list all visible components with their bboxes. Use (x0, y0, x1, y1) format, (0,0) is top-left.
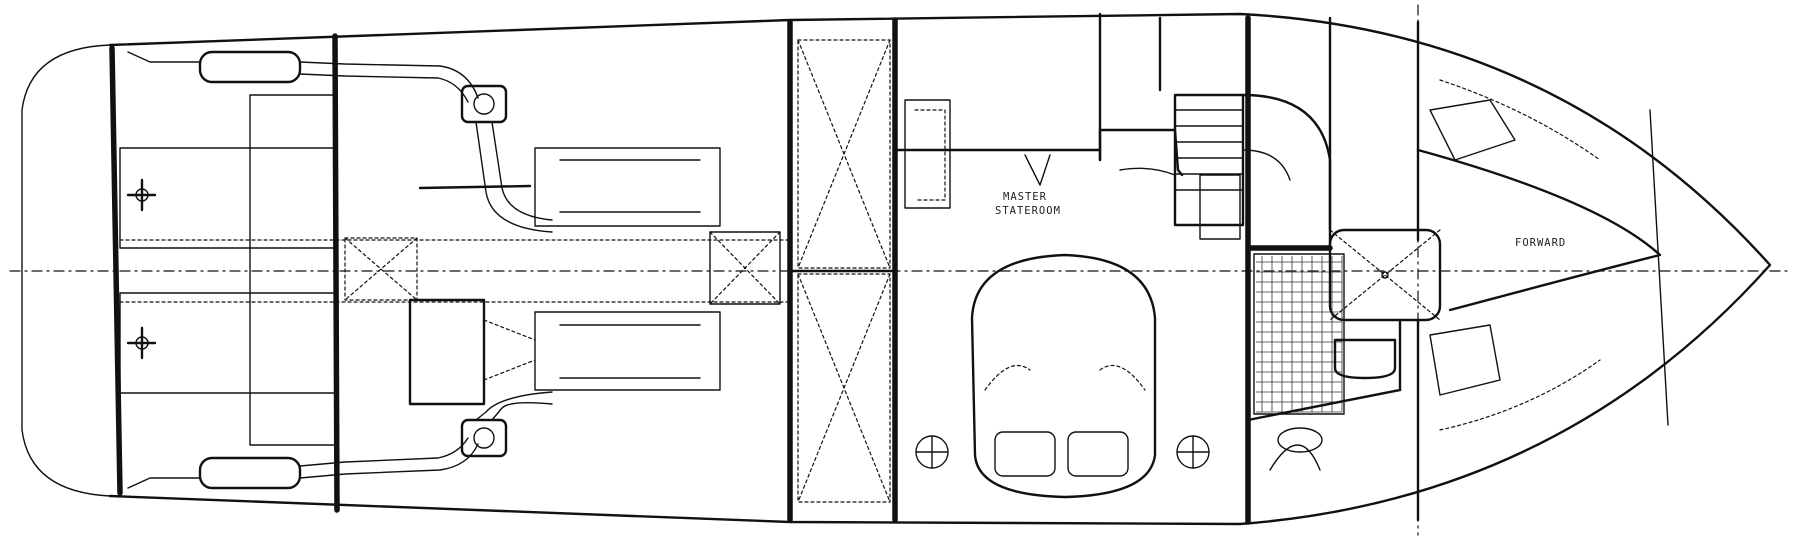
forward-cabin: FORWARD (1328, 16, 1662, 522)
exhaust-system (127, 50, 553, 490)
stern-equipment (119, 94, 791, 446)
master-bed (970, 253, 1157, 499)
generator (344, 237, 418, 301)
shower-stall (1328, 228, 1442, 322)
master-label-line2: STATEROOM (995, 205, 1061, 217)
fuel-tanks (788, 39, 897, 503)
companionway-stairs (1098, 93, 1332, 247)
head-compartment (1245, 228, 1442, 471)
master-label-line1: MASTER (1003, 191, 1047, 203)
toilet (1333, 338, 1397, 380)
forward-label: FORWARD (1515, 237, 1566, 249)
engine-port (418, 147, 781, 305)
master-stateroom: MASTER STATEROOM (893, 12, 1210, 499)
hull-outline (21, 12, 1772, 526)
engine-starboard (408, 298, 721, 406)
